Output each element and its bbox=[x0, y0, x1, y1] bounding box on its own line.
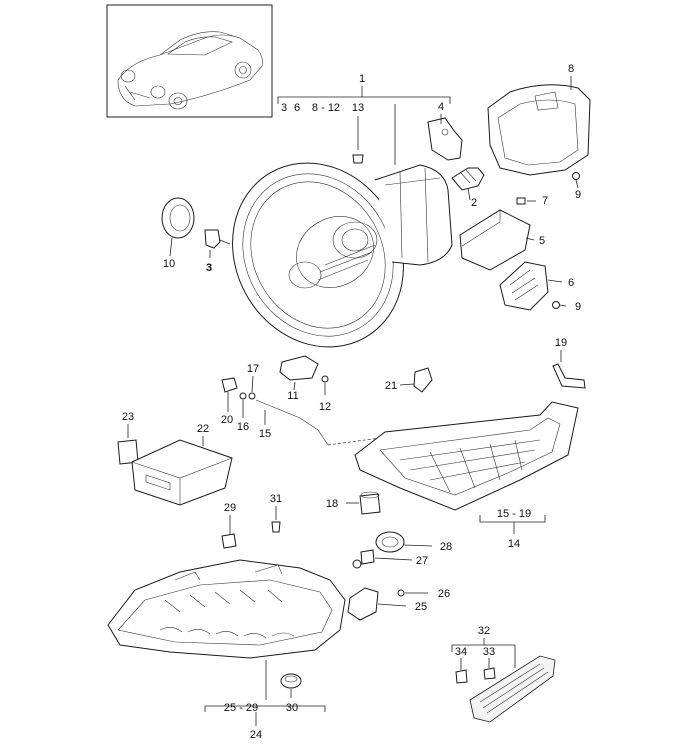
part-6-bracket: 6 bbox=[499, 261, 574, 311]
label-15-19: 15 - 19 bbox=[497, 508, 531, 520]
part-17: 17 bbox=[247, 363, 259, 400]
label-14: 14 bbox=[508, 538, 520, 550]
part-15-cable: 15 bbox=[255, 399, 381, 446]
part-16: 16 bbox=[237, 392, 249, 433]
part-26-screw: 26 bbox=[397, 588, 450, 600]
part-14-tray: 15 - 19 14 bbox=[354, 401, 579, 550]
part-22-control-unit: 22 bbox=[131, 423, 233, 506]
part-25-bracket: 25 bbox=[347, 587, 427, 621]
label-7: 7 bbox=[542, 195, 548, 207]
part-19-strip: 19 bbox=[552, 337, 586, 389]
label-4: 4 bbox=[438, 101, 444, 113]
part-8-cover: 8 bbox=[487, 63, 591, 176]
part-21-clip: 21 bbox=[385, 367, 433, 393]
label-32: 32 bbox=[478, 625, 490, 637]
label-8: 8 bbox=[568, 63, 574, 75]
label-27: 27 bbox=[416, 555, 428, 567]
label-22: 22 bbox=[197, 423, 209, 435]
label-24: 24 bbox=[250, 729, 262, 741]
label-1-group: 1 3 6 8 - 12 13 bbox=[277, 73, 451, 165]
label-21: 21 bbox=[385, 380, 397, 392]
part-30-cap: 30 bbox=[280, 673, 302, 714]
part-3-bulb: 3 bbox=[204, 229, 231, 274]
label-19: 19 bbox=[555, 337, 567, 349]
part-31-screw: 31 bbox=[270, 493, 282, 533]
label-12: 12 bbox=[319, 401, 331, 413]
label-16: 16 bbox=[237, 421, 249, 433]
headlight-main bbox=[232, 162, 453, 348]
label-25-29: 25 - 29 bbox=[224, 702, 258, 714]
part-24-lamp-unit: 25 - 29 24 bbox=[107, 559, 346, 741]
part-29: 29 bbox=[221, 502, 237, 549]
label-20: 20 bbox=[221, 414, 233, 426]
label-15: 15 bbox=[259, 428, 271, 440]
car-thumbnail bbox=[106, 4, 273, 118]
part-10-cap: 10 bbox=[161, 197, 195, 270]
label-1: 1 bbox=[359, 73, 365, 85]
part-23-bracket: 23 bbox=[117, 411, 139, 465]
label-10: 10 bbox=[163, 258, 175, 270]
part-28-cap: 28 bbox=[375, 531, 452, 553]
label-25: 25 bbox=[415, 601, 427, 613]
part-18-grommet: 18 bbox=[326, 491, 381, 515]
part-2-bulb: 2 bbox=[451, 167, 485, 209]
label-30: 30 bbox=[286, 702, 298, 714]
part-32-side-marker: 32 34 33 bbox=[451, 625, 556, 723]
part-12-screw: 12 bbox=[319, 375, 331, 413]
label-33: 33 bbox=[483, 646, 495, 658]
part-9-screw-a: 9 bbox=[572, 172, 581, 201]
label-23: 23 bbox=[122, 411, 134, 423]
label-29: 29 bbox=[224, 502, 236, 514]
label-28: 28 bbox=[440, 541, 452, 553]
label-1-sub-6: 6 bbox=[294, 102, 300, 114]
part-11-module: 11 bbox=[279, 355, 319, 402]
label-17: 17 bbox=[247, 363, 259, 375]
part-5-ballast: 5 bbox=[459, 209, 545, 271]
label-18: 18 bbox=[326, 498, 338, 510]
label-1-sub-3: 3 bbox=[281, 102, 287, 114]
part-13 bbox=[352, 116, 364, 164]
label-11: 11 bbox=[287, 390, 298, 402]
part-9-screw-b: 9 bbox=[552, 301, 581, 313]
label-31: 31 bbox=[270, 493, 282, 505]
label-9a: 9 bbox=[575, 189, 581, 201]
label-2: 2 bbox=[471, 197, 477, 209]
part-4-igniter: 4 bbox=[427, 101, 463, 161]
label-34: 34 bbox=[455, 646, 467, 658]
part-27-bulb: 27 bbox=[352, 549, 428, 569]
label-1-sub-13: 13 bbox=[352, 102, 364, 114]
part-7-screw: 7 bbox=[516, 195, 548, 207]
label-26: 26 bbox=[438, 588, 450, 600]
label-5: 5 bbox=[539, 235, 545, 247]
part-20: 20 bbox=[221, 377, 238, 426]
label-9b: 9 bbox=[575, 301, 581, 313]
label-1-sub-8-12: 8 - 12 bbox=[312, 102, 340, 114]
label-3: 3 bbox=[206, 262, 212, 274]
label-6: 6 bbox=[568, 277, 574, 289]
